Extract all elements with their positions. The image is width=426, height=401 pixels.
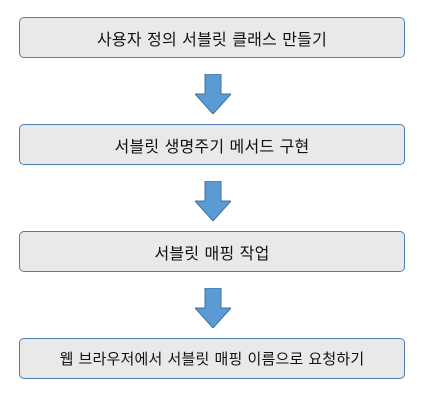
step-label: 서블릿 생명주기 메서드 구현: [114, 136, 310, 156]
step-label: 웹 브라우저에서 서블릿 매핑 이름으로 요청하기: [59, 350, 365, 368]
step-box-create-servlet-class: 사용자 정의 서블릿 클래스 만들기: [19, 17, 405, 58]
step-box-servlet-mapping: 서블릿 매핑 작업: [19, 231, 405, 272]
step-label: 사용자 정의 서블릿 클래스 만들기: [96, 29, 328, 49]
step-label: 서블릿 매핑 작업: [154, 243, 270, 263]
down-arrow-icon: [195, 288, 231, 328]
down-arrow-icon: [195, 181, 231, 221]
step-box-browser-request: 웹 브라우저에서 서블릿 매핑 이름으로 요청하기: [19, 338, 405, 379]
step-box-implement-lifecycle-methods: 서블릿 생명주기 메서드 구현: [19, 124, 405, 165]
down-arrow-icon: [195, 74, 231, 114]
